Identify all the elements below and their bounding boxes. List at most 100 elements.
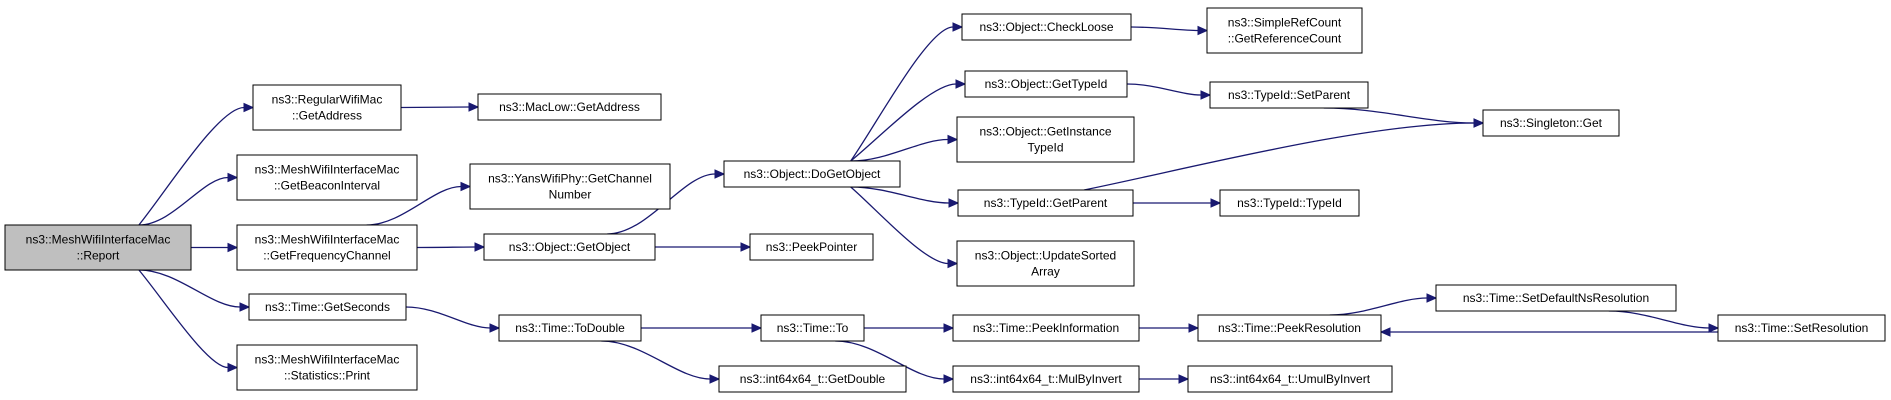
node-box [236,344,418,391]
node-int64-getdouble[interactable]: ns3::int64x64_t::GetDouble [718,365,907,393]
node-time-setdefaultns[interactable]: ns3::Time::SetDefaultNsResolution [1435,284,1677,312]
node-time-todouble[interactable]: ns3::Time::ToDouble [498,314,642,342]
edge-line [138,269,229,369]
node-label: ns3::Object::CheckLoose [979,20,1113,34]
node-peekpointer[interactable]: ns3::PeekPointer [749,233,874,261]
node-obj-getobject[interactable]: ns3::Object::GetObject [483,233,656,261]
node-label: ::GetReferenceCount [1228,32,1342,46]
edge-line [850,186,950,204]
edge-report-to-getfreq [191,242,239,253]
node-obj-dogetobject[interactable]: ns3::Object::DoGetObject [723,160,901,188]
edge-typeid_getparent-to-singleton_get [1083,118,1485,191]
node-getbeacon[interactable]: ns3::MeshWifiInterfaceMac::GetBeaconInte… [236,154,418,201]
node-label: ns3::Time::PeekInformation [973,321,1119,335]
node-getfreq[interactable]: ns3::MeshWifiInterfaceMac::GetFrequencyC… [236,224,418,271]
node-obj-gettypeid[interactable]: ns3::Object::GetTypeId [964,70,1128,98]
node-box [1206,7,1363,54]
node-label: TypeId [1027,141,1063,155]
node-int64-umulbyinvert[interactable]: ns3::int64x64_t::UmulByInvert [1187,365,1393,393]
node-box [956,240,1135,287]
node-label: Number [549,188,592,202]
node-label: Array [1031,265,1060,279]
node-box [1219,189,1360,217]
node-label: ns3::TypeId::SetParent [1228,88,1351,102]
edge-obj_checkloose-to-simpleref [1130,25,1209,36]
node-box [477,93,662,121]
node-rw-getaddress[interactable]: ns3::RegularWifiMac::GetAddress [252,84,402,131]
node-box [957,189,1134,217]
node-label: ns3::Time::SetDefaultNsResolution [1463,291,1649,305]
node-box [952,314,1140,342]
node-label: ns3::PeekPointer [766,240,857,254]
edge-time_peekinfo-to-time_peekres [1139,323,1200,333]
node-label: ns3::YansWifiPhy::GetChannel [488,172,652,186]
node-label: ns3::Time::GetSeconds [265,300,390,314]
edge-report-to-rw_getaddress [138,102,255,226]
node-maclow-getaddress[interactable]: ns3::MacLow::GetAddress [477,93,662,121]
node-typeid-getparent[interactable]: ns3::TypeId::GetParent [957,189,1134,217]
node-simpleref[interactable]: ns3::SimpleRefCount::GetReferenceCount [1206,7,1363,54]
edge-obj_gettypeid-to-typeid_setparent [1126,83,1212,100]
edge-line [138,176,229,226]
node-singleton-get[interactable]: ns3::Singleton::Get [1482,109,1620,137]
arrowhead-icon [1178,374,1190,384]
edge-line [366,185,462,226]
edge-line [850,26,954,162]
node-obj-checkloose[interactable]: ns3::Object::CheckLoose [961,13,1132,41]
edge-time_todouble-to-int64_getdouble [601,340,721,384]
node-box [1482,109,1620,137]
edge-typeid_setparent-to-singleton_get [1323,107,1485,128]
node-time-peekres[interactable]: ns3::Time::PeekResolution [1197,314,1382,342]
node-box [469,163,671,210]
node-label: ns3::TypeId::GetParent [984,196,1108,210]
arrowhead-icon [714,169,726,179]
node-box [718,365,907,393]
node-box [964,70,1128,98]
edge-line [1083,122,1475,191]
node-box [236,154,418,201]
node-int64-mulbyinvert[interactable]: ns3::int64x64_t::MulByInvert [952,365,1140,393]
node-label: ::GetAddress [292,109,362,123]
edge-getfreq-to-obj_getobject [416,242,486,252]
node-label: ns3::RegularWifiMac [272,93,383,107]
node-box [1187,365,1393,393]
node-label: ::Statistics::Print [284,369,371,383]
edge-line [400,106,470,109]
edge-report-to-getbeacon [138,172,239,226]
arrowhead-icon [243,102,255,113]
arrowhead-icon [709,374,721,384]
node-box [952,365,1140,393]
edge-typeid_getparent-to-typeid_typeid [1133,198,1222,208]
node-typeid-setparent[interactable]: ns3::TypeId::SetParent [1209,81,1369,109]
node-box [1435,284,1677,312]
node-time-peekinfo[interactable]: ns3::Time::PeekInformation [952,314,1140,342]
node-time-to[interactable]: ns3::Time::To [760,314,865,342]
node-report[interactable]: ns3::MeshWifiInterfaceMac::Report [4,224,192,271]
node-time-setres[interactable]: ns3::Time::SetResolution [1717,314,1886,342]
node-label: ::GetFrequencyChannel [263,249,390,263]
node-label: ns3::MacLow::GetAddress [499,100,640,114]
arrowhead-icon [460,181,472,192]
edge-line [1329,297,1428,316]
edge-line [601,340,711,380]
arrowhead-icon [1197,25,1209,36]
arrowhead-icon [947,258,959,269]
node-typeid-typeid[interactable]: ns3::TypeId::TypeId [1219,189,1360,217]
edge-time_setres-to-time_peekres [1379,327,1718,337]
arrowhead-icon [948,198,960,208]
node-label: ns3::Time::ToDouble [515,321,625,335]
node-stats-print[interactable]: ns3::MeshWifiInterfaceMac::Statistics::P… [236,344,418,391]
edge-time_to-to-int64_mulbyinvert [835,340,955,384]
node-time-getseconds[interactable]: ns3::Time::GetSeconds [248,293,407,321]
edge-time_peekres-to-time_setdefaultns [1329,293,1438,316]
arrowhead-icon [952,22,964,32]
node-label: ns3::int64x64_t::MulByInvert [970,372,1122,386]
arrowhead-icon [227,362,239,373]
node-label: ::Report [77,249,120,263]
node-label: ns3::SimpleRefCount [1228,16,1342,30]
edge-line [1608,310,1710,329]
node-box [760,314,865,342]
